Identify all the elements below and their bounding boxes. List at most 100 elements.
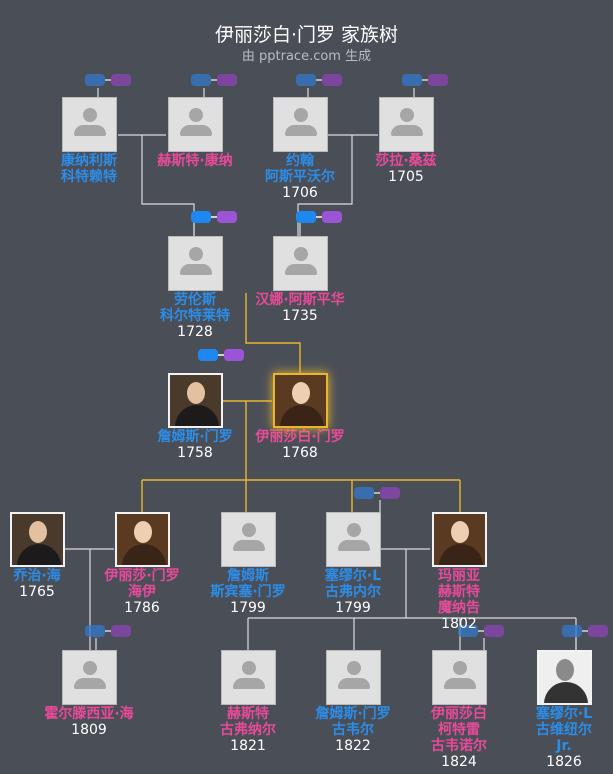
person-name: 赫斯特古弗纳尔 <box>193 706 303 738</box>
avatar-placeholder-icon[interactable] <box>431 650 487 705</box>
birth-year: 1768 <box>282 445 318 461</box>
person-name-line: 古弗内尔 <box>325 584 381 600</box>
person-name: 玛丽亚赫斯特魔纳告 <box>404 568 514 616</box>
portrait-photo[interactable] <box>536 650 592 705</box>
person-name: 伊丽莎白·门罗 <box>245 429 355 445</box>
person-name: 伊丽莎·门罗海伊 <box>87 568 197 600</box>
relation-toggle[interactable] <box>458 625 504 637</box>
relation-toggle[interactable] <box>85 625 131 637</box>
birth-year: 1802 <box>441 616 477 632</box>
portrait-photo[interactable] <box>9 512 65 567</box>
portrait-photo[interactable] <box>167 373 223 428</box>
relation-toggle[interactable] <box>296 74 342 86</box>
person-name: 赫斯特·康纳 <box>140 153 250 169</box>
person-name: 詹姆斯·门罗古韦尔 <box>298 706 408 738</box>
person-name-line: Jr. <box>556 738 572 754</box>
birth-year: 1705 <box>388 169 424 185</box>
person-name: 伊丽莎白柯特雷古韦诺尔 <box>404 706 514 754</box>
person-name: 康纳利斯科特赖特 <box>34 153 144 185</box>
person-name-line: 塞缪尔·L <box>535 706 593 722</box>
person-name-line: 詹姆斯·门罗 <box>315 706 391 722</box>
relation-toggle[interactable] <box>296 211 342 223</box>
person-name: 霍尔滕西亚·海 <box>34 706 144 722</box>
birth-year: 1735 <box>282 308 318 324</box>
person-name-line: 古韦尔 <box>332 722 374 738</box>
person-name-line: 莎拉·桑兹 <box>375 153 437 169</box>
birth-year: 1799 <box>335 600 371 616</box>
person-name-line: 阿斯平沃尔 <box>265 169 335 185</box>
avatar-placeholder-icon[interactable] <box>325 650 381 705</box>
relation-toggle[interactable] <box>402 74 448 86</box>
person-name: 劳伦斯科尔特莱特 <box>140 292 250 324</box>
person-card[interactable]: 赫斯特·康纳 <box>140 97 250 169</box>
person-name: 莎拉·桑兹 <box>351 153 461 169</box>
relation-toggle[interactable] <box>354 487 400 499</box>
avatar-placeholder-icon[interactable] <box>61 650 117 705</box>
person-name-line: 柯特雷 <box>438 722 480 738</box>
birth-year: 1765 <box>19 584 55 600</box>
avatar-placeholder-icon[interactable] <box>220 650 276 705</box>
birth-year: 1826 <box>546 754 582 770</box>
portrait-photo[interactable] <box>431 512 487 567</box>
person-name-line: 詹姆斯·门罗 <box>157 429 233 445</box>
avatar-placeholder-icon[interactable] <box>167 97 223 152</box>
person-name-line: 古弗纳尔 <box>220 722 276 738</box>
person-name-line: 海伊 <box>128 584 156 600</box>
person-name-line: 伊丽莎白·门罗 <box>255 429 345 445</box>
avatar-placeholder-icon[interactable] <box>272 97 328 152</box>
relation-toggle[interactable] <box>85 74 131 86</box>
avatar-placeholder-icon[interactable] <box>272 236 328 291</box>
person-name-line: 科特赖特 <box>61 169 117 185</box>
birth-year: 1821 <box>230 738 266 754</box>
person-name-line: 赫斯特 <box>227 706 269 722</box>
person-name-line: 约翰 <box>286 153 314 169</box>
avatar-placeholder-icon[interactable] <box>220 512 276 567</box>
birth-year: 1706 <box>282 185 318 201</box>
person-name: 乔治·海 <box>0 568 92 584</box>
portrait-photo[interactable] <box>272 373 328 428</box>
avatar-placeholder-icon[interactable] <box>61 97 117 152</box>
person-name-line: 乔治·海 <box>13 568 61 584</box>
person-name-line: 玛丽亚 <box>438 568 480 584</box>
birth-year: 1786 <box>124 600 160 616</box>
relation-toggle[interactable] <box>191 211 237 223</box>
avatar-placeholder-icon[interactable] <box>325 512 381 567</box>
person-name-line: 康纳利斯 <box>61 153 117 169</box>
relation-toggle[interactable] <box>562 625 608 637</box>
page-subtitle: 由 pptrace.com 生成 <box>241 49 372 64</box>
portrait-photo[interactable] <box>114 512 170 567</box>
person-name-line: 科尔特莱特 <box>160 308 230 324</box>
relation-toggle[interactable] <box>191 74 237 86</box>
person-name-line: 赫斯特 <box>438 584 480 600</box>
birth-year: 1809 <box>71 722 107 738</box>
person-name-line: 伊丽莎·门罗 <box>104 568 180 584</box>
person-name-line: 古维纽尔 <box>536 722 592 738</box>
birth-year: 1822 <box>335 738 371 754</box>
relation-toggle[interactable] <box>198 349 244 361</box>
avatar-placeholder-icon[interactable] <box>378 97 434 152</box>
avatar-placeholder-icon[interactable] <box>167 236 223 291</box>
birth-year: 1728 <box>177 324 213 340</box>
birth-year: 1799 <box>230 600 266 616</box>
person-card[interactable]: 康纳利斯科特赖特 <box>34 97 144 185</box>
person-name-line: 塞缪尔·L <box>324 568 382 584</box>
person-name-line: 古韦诺尔 <box>431 738 487 754</box>
